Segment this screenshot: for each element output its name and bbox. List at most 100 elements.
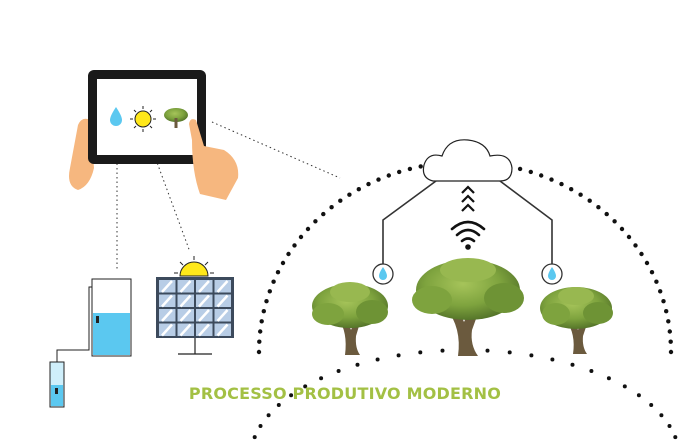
sun-icon bbox=[174, 256, 214, 277]
solar-cell-shine bbox=[161, 280, 173, 293]
dome-dot bbox=[604, 211, 609, 217]
dome-dot bbox=[529, 353, 534, 358]
solar-cell-shine bbox=[179, 309, 192, 322]
dome-dot bbox=[619, 226, 625, 232]
dome-dot bbox=[626, 234, 632, 240]
solar-panel bbox=[156, 256, 234, 355]
cloud-icon bbox=[422, 139, 513, 182]
diagram-caption: PROCESSO PRODUTIVO MODERNO bbox=[188, 384, 502, 403]
solar-cell-shine bbox=[198, 294, 210, 308]
dome-dot bbox=[569, 187, 574, 192]
dome-dot bbox=[570, 362, 575, 367]
solar-cell-shine bbox=[198, 323, 210, 337]
tree-icon bbox=[164, 108, 188, 128]
solar-cell-shine bbox=[216, 323, 229, 337]
transmission-arrows bbox=[461, 185, 475, 212]
dome-dot bbox=[258, 329, 263, 334]
solar-cell-shine bbox=[161, 294, 173, 308]
dome-dot bbox=[418, 350, 423, 355]
dome-dot bbox=[418, 164, 423, 169]
dome-dot bbox=[407, 166, 413, 172]
dome-dot bbox=[622, 384, 627, 389]
dome-dot bbox=[507, 350, 512, 355]
dome-dot bbox=[252, 435, 257, 440]
dome-dot bbox=[271, 279, 276, 284]
dome-dot bbox=[275, 270, 281, 275]
right-hand bbox=[189, 119, 239, 200]
dome-dot bbox=[517, 166, 523, 172]
well-sensor bbox=[55, 388, 58, 394]
dome-dot bbox=[658, 289, 663, 294]
dome-dot bbox=[485, 348, 490, 353]
dome-dot bbox=[356, 187, 361, 192]
solar-cell-shine bbox=[179, 280, 192, 293]
olive-tree-right bbox=[540, 287, 613, 354]
dome-dot bbox=[303, 384, 308, 389]
dome-dot bbox=[313, 219, 318, 224]
dome-dot bbox=[286, 251, 291, 257]
solar-cell-shine bbox=[216, 280, 229, 293]
solar-cell-shine bbox=[216, 294, 229, 308]
dome-dot bbox=[666, 319, 671, 324]
dome-dot bbox=[280, 260, 286, 266]
olive-tree-center bbox=[412, 258, 524, 356]
dome-dot bbox=[267, 289, 272, 294]
solar-cell-shine bbox=[161, 309, 173, 322]
dome-dot bbox=[528, 169, 533, 175]
dome-dot bbox=[633, 243, 638, 248]
sensor-right bbox=[541, 263, 563, 285]
water-tank bbox=[49, 278, 132, 408]
olive-tree-left bbox=[312, 282, 388, 355]
wifi-icon bbox=[450, 220, 486, 243]
dome-dot bbox=[668, 349, 674, 355]
dome-dot bbox=[589, 369, 594, 373]
wifi-dot bbox=[465, 244, 471, 250]
water-drop-icon bbox=[548, 267, 556, 280]
dome-dot bbox=[376, 177, 381, 182]
solar-cell-shine bbox=[216, 309, 229, 322]
dome-dot bbox=[606, 376, 611, 381]
dome-dot bbox=[578, 192, 583, 197]
dome-dot bbox=[336, 369, 341, 373]
solar-cell-shine bbox=[161, 323, 173, 337]
dome-dot bbox=[276, 403, 281, 407]
dome-dot bbox=[440, 348, 445, 353]
tank-pipe bbox=[56, 286, 92, 362]
dome-dot bbox=[256, 349, 262, 355]
dome-dot bbox=[266, 413, 271, 418]
dome-dot bbox=[639, 251, 644, 257]
left-hand bbox=[69, 118, 94, 190]
dome-dot bbox=[397, 169, 402, 175]
water-drop-icon bbox=[379, 267, 387, 280]
dome-dot bbox=[386, 173, 391, 178]
solar-cell-shine bbox=[179, 323, 192, 337]
dome-dot bbox=[264, 299, 269, 304]
tank-level-sensor bbox=[96, 316, 99, 323]
sensor-left bbox=[372, 263, 394, 285]
dome-dot bbox=[649, 270, 655, 275]
dome-dot bbox=[636, 393, 641, 398]
dome-dot bbox=[329, 205, 334, 210]
dome-dot bbox=[338, 198, 343, 203]
dome-dot bbox=[305, 226, 311, 232]
dome-dot bbox=[261, 309, 266, 314]
dome-dot bbox=[319, 376, 324, 381]
dome-dot bbox=[347, 192, 352, 197]
dome-dot bbox=[667, 329, 672, 334]
sun-icon bbox=[130, 106, 156, 132]
dome-dot bbox=[668, 339, 673, 344]
dome-dot bbox=[549, 177, 554, 182]
dome-dot bbox=[673, 435, 678, 440]
dome-dot bbox=[321, 211, 326, 217]
dome-dot bbox=[258, 424, 263, 428]
dome-dot bbox=[667, 424, 672, 428]
dome-dot bbox=[644, 260, 650, 266]
dome-dot bbox=[654, 279, 659, 284]
dome-dot bbox=[664, 309, 669, 314]
solar-cell-shine bbox=[179, 294, 192, 308]
dome-dot bbox=[539, 173, 544, 178]
network-dome bbox=[252, 159, 678, 440]
dome-dot bbox=[659, 413, 664, 418]
tablet bbox=[69, 70, 239, 200]
